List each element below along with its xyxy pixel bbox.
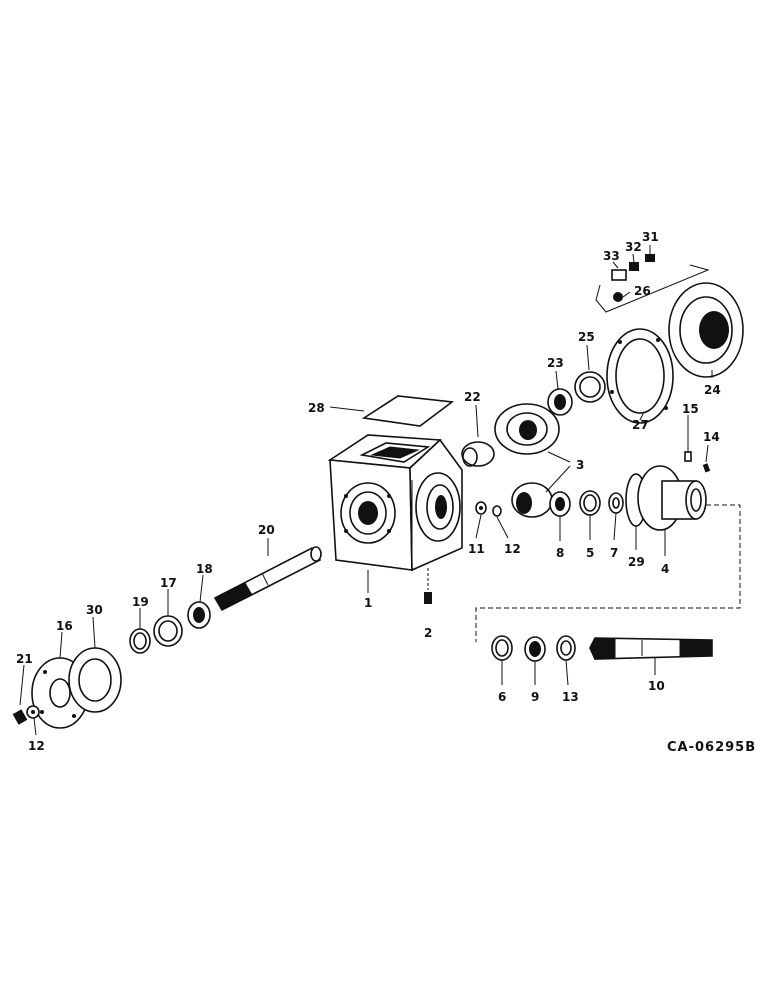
callout-14: 14 bbox=[703, 430, 720, 444]
washer-12-center bbox=[492, 505, 502, 517]
washer-12-left bbox=[26, 705, 40, 719]
cover-gasket-27 bbox=[606, 328, 674, 424]
callout-8: 8 bbox=[556, 546, 564, 560]
callout-5: 5 bbox=[586, 546, 594, 560]
bearing-cone-18 bbox=[187, 601, 211, 629]
callout-7: 7 bbox=[610, 546, 618, 560]
drawing-reference-code: CA-06295B bbox=[667, 740, 756, 755]
callout-25: 25 bbox=[578, 330, 595, 344]
seal-7 bbox=[608, 492, 624, 514]
bearing-17 bbox=[153, 615, 183, 647]
callout-31: 31 bbox=[642, 230, 659, 244]
bevel-gear-3-lower bbox=[511, 482, 553, 518]
top-gasket-plate bbox=[329, 395, 455, 427]
callout-12-left: 12 bbox=[28, 739, 45, 753]
callout-labels: 1 2 3 4 5 6 7 8 9 10 11 12 13 14 15 16 1… bbox=[16, 230, 721, 753]
callout-32: 32 bbox=[625, 240, 642, 254]
bearing-cup-19 bbox=[129, 628, 151, 654]
callout-4: 4 bbox=[661, 562, 669, 576]
callout-12-center: 12 bbox=[504, 542, 521, 556]
bearing-cone-23 bbox=[547, 388, 573, 416]
callout-22: 22 bbox=[464, 390, 481, 404]
callout-33: 33 bbox=[603, 249, 620, 263]
nut-11 bbox=[475, 501, 487, 515]
input-shaft bbox=[213, 546, 322, 612]
callout-10: 10 bbox=[648, 679, 665, 693]
bolt-14 bbox=[702, 463, 711, 473]
bearing-cup-5 bbox=[579, 490, 601, 516]
callout-2: 2 bbox=[424, 626, 432, 640]
callout-13: 13 bbox=[562, 690, 579, 704]
callout-15: 15 bbox=[682, 402, 699, 416]
callout-1: 1 bbox=[364, 596, 372, 610]
callout-18: 18 bbox=[196, 562, 213, 576]
callout-17: 17 bbox=[160, 576, 177, 590]
callout-30: 30 bbox=[86, 603, 103, 617]
callout-9: 9 bbox=[531, 690, 539, 704]
bevel-gear-3-upper bbox=[494, 403, 560, 455]
callout-29: 29 bbox=[628, 555, 645, 569]
callout-21: 21 bbox=[16, 652, 33, 666]
bearing-cup-25 bbox=[574, 371, 606, 403]
bearing-cup-22 bbox=[461, 441, 495, 467]
output-shaft bbox=[589, 637, 713, 660]
grease-fitting-15 bbox=[684, 446, 692, 462]
callout-23: 23 bbox=[547, 356, 564, 370]
callout-19: 19 bbox=[132, 595, 149, 609]
bearing-cup-6 bbox=[491, 635, 513, 661]
callout-24: 24 bbox=[704, 383, 721, 397]
bearing-cone-9 bbox=[524, 636, 546, 662]
callout-20: 20 bbox=[258, 523, 275, 537]
callout-11: 11 bbox=[468, 542, 485, 556]
gearbox-housing bbox=[327, 434, 463, 572]
bearing-cone-8 bbox=[549, 491, 571, 517]
callout-16: 16 bbox=[56, 619, 73, 633]
bearing-housing-4 bbox=[637, 465, 707, 531]
bolt-21 bbox=[12, 709, 28, 725]
seal-13 bbox=[556, 635, 576, 661]
fitting-group bbox=[595, 254, 710, 313]
callout-3: 3 bbox=[576, 458, 584, 472]
drain-plug bbox=[424, 568, 432, 604]
leader-lines bbox=[19, 245, 713, 736]
end-cover-24 bbox=[668, 282, 744, 378]
flange-gasket bbox=[68, 647, 122, 713]
callout-6: 6 bbox=[498, 690, 506, 704]
callout-28: 28 bbox=[308, 401, 325, 415]
callout-27: 27 bbox=[632, 418, 649, 432]
callout-26: 26 bbox=[634, 284, 651, 298]
